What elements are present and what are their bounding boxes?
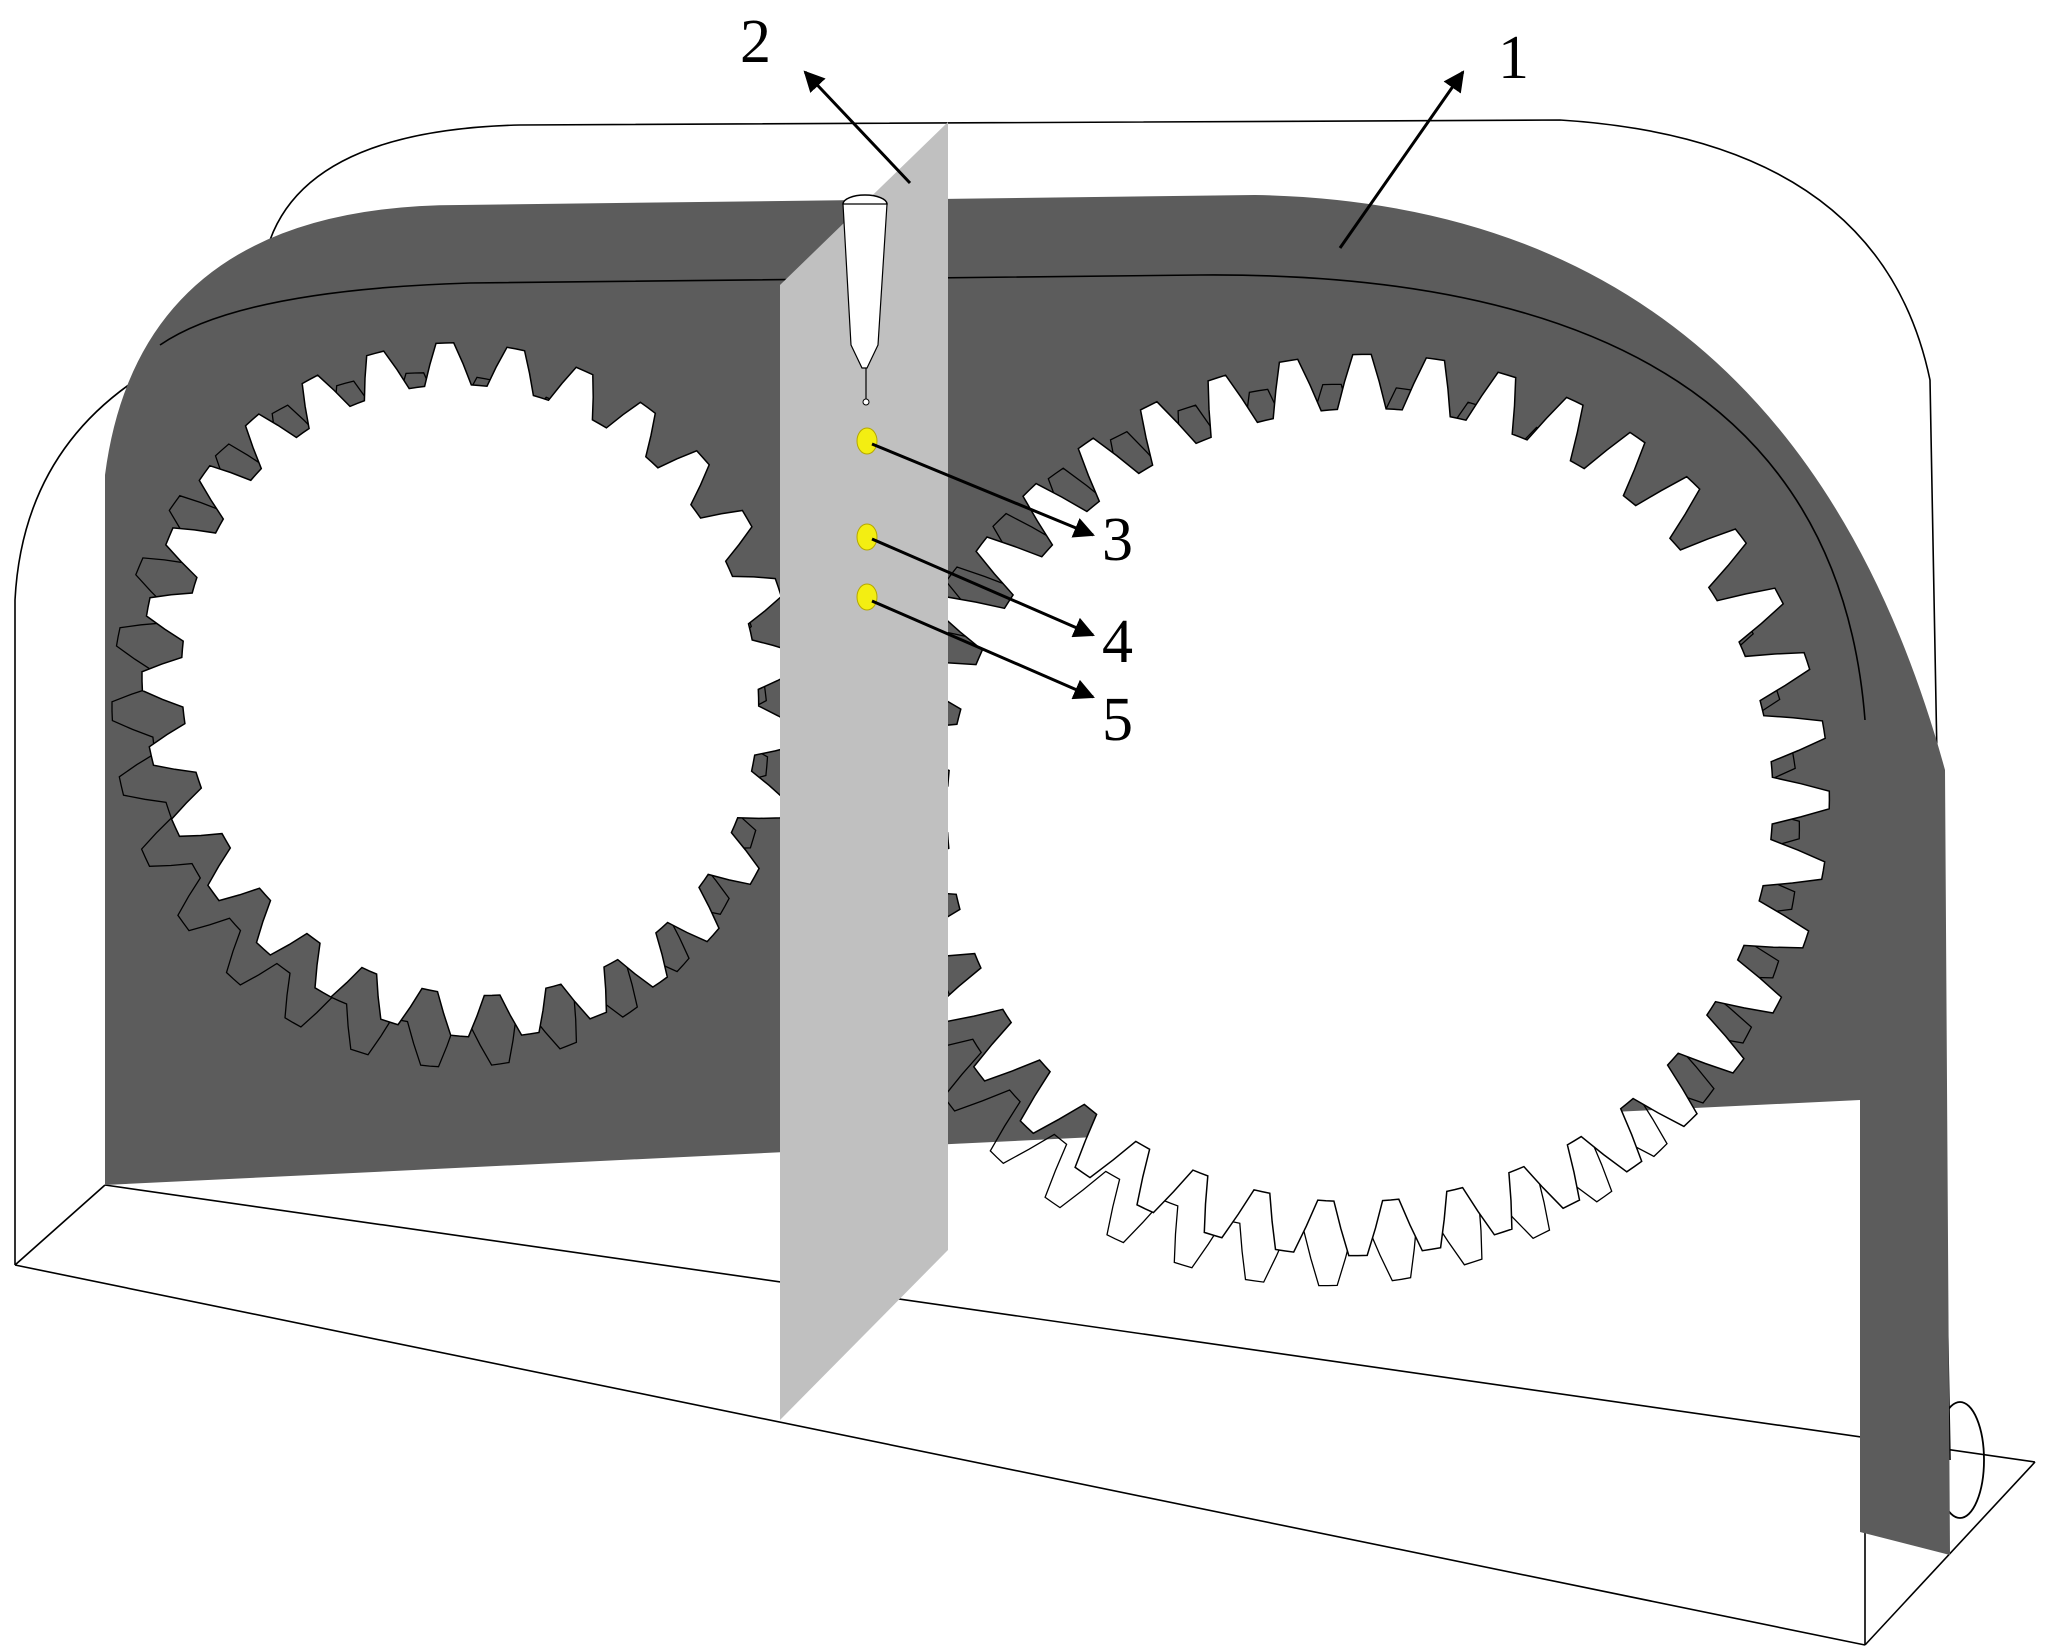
left-gear-back-face <box>111 372 769 1068</box>
oil-droplet-3 <box>856 427 878 455</box>
nozzle-section-plane <box>780 122 948 1420</box>
right-gear-front-face <box>889 353 1831 1257</box>
nozzle-channel <box>842 203 888 369</box>
callout-label-1: 1 <box>1498 24 1529 92</box>
housing-back-outline <box>269 119 1951 1461</box>
housing-base-left-edge <box>14 1184 106 1266</box>
nozzle-jet <box>842 194 888 406</box>
oil-droplet-4 <box>856 523 878 551</box>
callout-label-3: 3 <box>1102 506 1133 574</box>
housing-inner-rim <box>159 274 1866 721</box>
callout-arrow-1 <box>1338 70 1465 249</box>
housing-base-right-edge <box>1864 1461 2036 1646</box>
callout-label-2: 2 <box>740 8 771 76</box>
callout-arrow-5 <box>871 599 1095 700</box>
housing-base-back-edge <box>104 1184 2036 1463</box>
oil-droplet-5 <box>856 583 878 611</box>
housing-base-front-edge <box>14 1264 1866 1646</box>
callout-label-4: 4 <box>1102 608 1133 676</box>
left-gear-front-face <box>141 342 799 1038</box>
callout-arrow-3 <box>871 442 1095 538</box>
callout-label-5: 5 <box>1102 686 1133 754</box>
callout-arrows <box>803 70 1465 700</box>
callout-arrow-2 <box>803 70 912 185</box>
left-gear <box>111 342 799 1068</box>
callout-arrow-4 <box>871 537 1095 638</box>
